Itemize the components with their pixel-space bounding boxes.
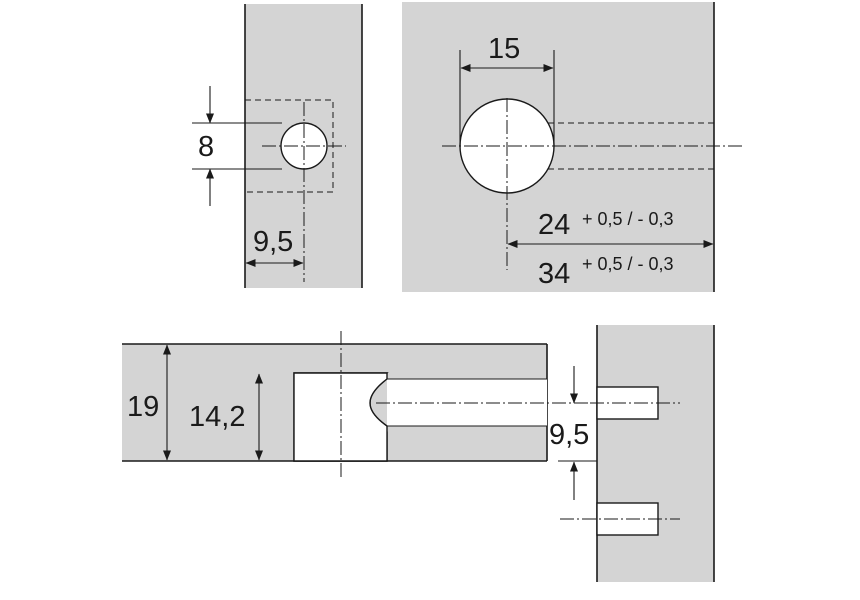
dim-24-tolerance: + 0,5 / - 0,3 [582,209,674,229]
dim-24-label: 24 [538,209,570,241]
top-right-view: 15 24 + 0,5 / - 0,3 34 + 0,5 / - 0,3 [402,2,742,292]
bottom-right-view: 9,5 [549,325,715,582]
dim-34-label: 34 [538,258,570,290]
dim-19-label: 19 [127,391,159,423]
top-left-view: 8 9,5 [192,4,363,288]
dim-9-5-label: 9,5 [253,226,293,258]
dim-side-9-5-label: 9,5 [549,419,589,451]
dowel-upper [596,386,659,420]
mating-panel [597,325,714,582]
dim-15-label: 15 [488,33,520,65]
bottom-left-view: 19 14,2 [122,331,680,478]
dim-14-2-label: 14,2 [189,401,245,433]
panel-face [402,2,714,292]
bore-end-arc [369,378,388,427]
dim-34-tolerance: + 0,5 / - 0,3 [582,254,674,274]
dim-8-label: 8 [198,131,214,163]
